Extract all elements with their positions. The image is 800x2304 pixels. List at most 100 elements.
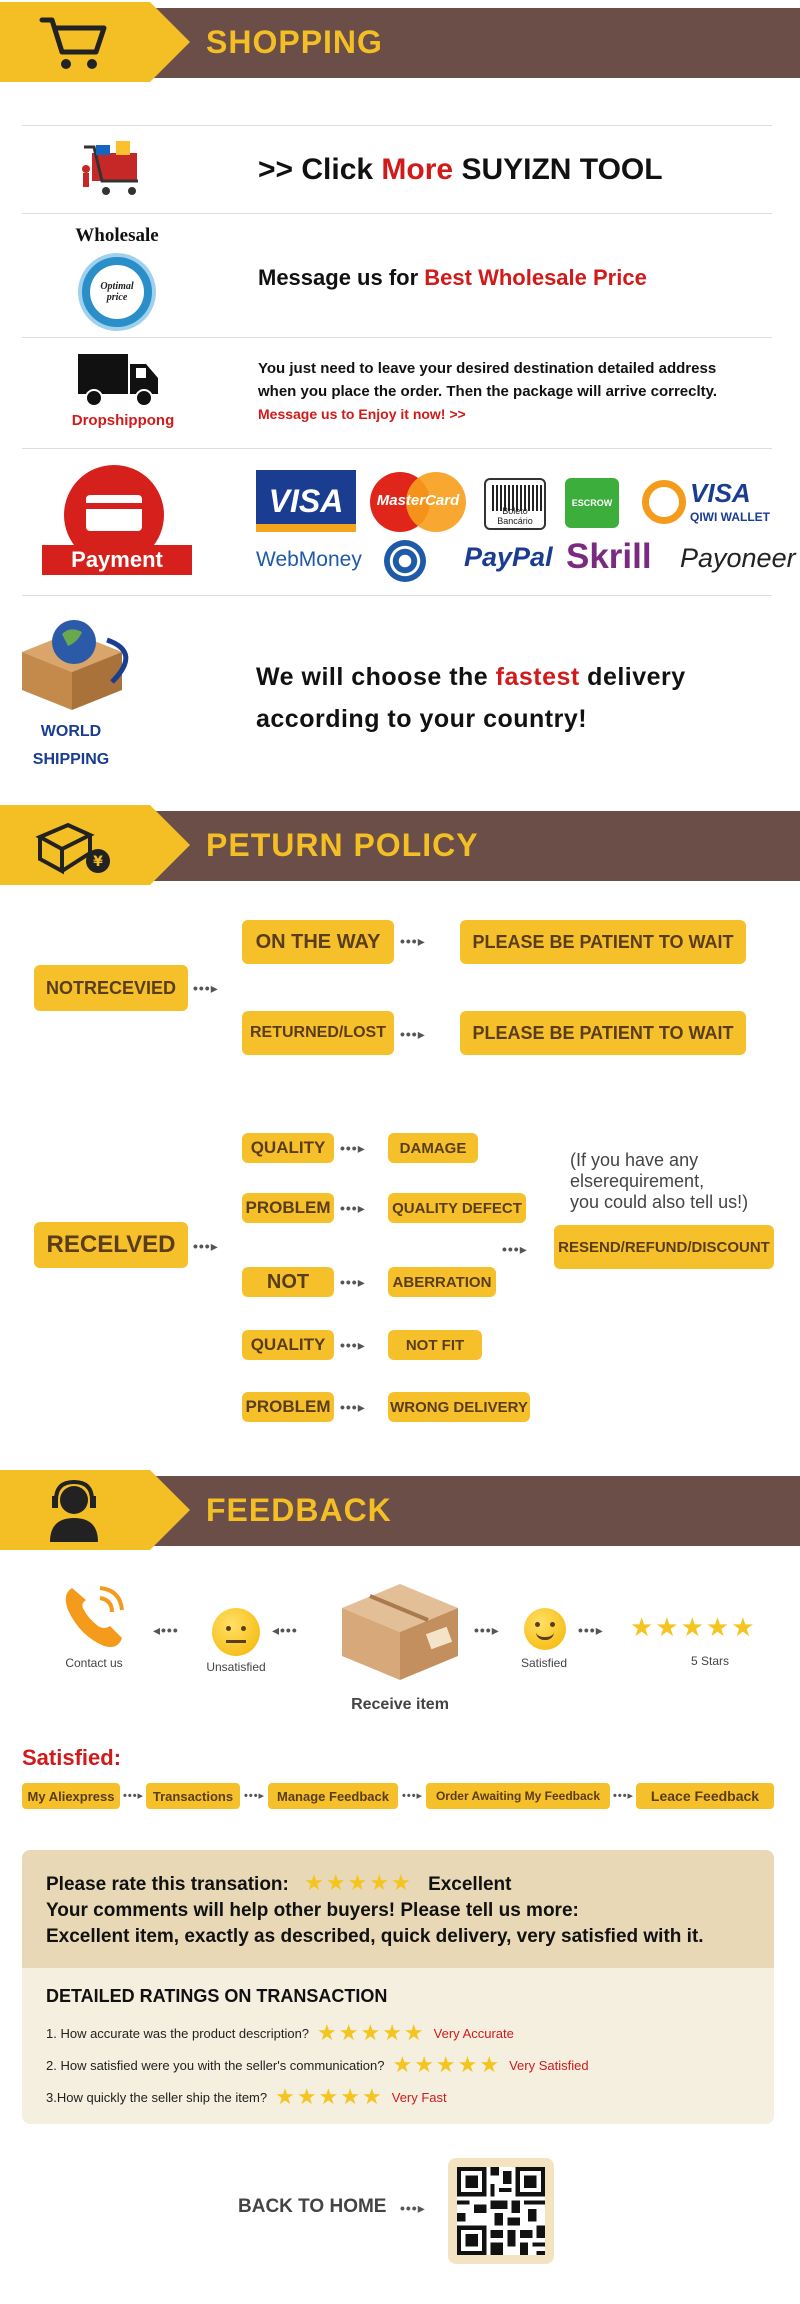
arrow: ◂••• (153, 1622, 179, 1638)
return-title: PETURN POLICY (206, 827, 479, 863)
wholesale-badge-top: Wholesale (75, 225, 159, 246)
shopping-banner: SHOPPING (0, 2, 800, 82)
webmoney-globe-icon (384, 540, 426, 582)
delivery-suffix: delivery (579, 663, 686, 691)
delivery-line2: according to your country! (256, 705, 588, 733)
rate-stars-icon[interactable]: ★★★★★ (304, 1870, 413, 1895)
wholesale-prefix: Message us for (258, 265, 425, 290)
banner-tab (0, 2, 190, 82)
world-shipping-label: WORLD SHIPPING (16, 718, 126, 774)
step-leave-feedback[interactable]: Leace Feedback (636, 1783, 774, 1809)
not-fit-pill: NOT FIT (388, 1330, 482, 1360)
phone-icon (65, 1586, 124, 1647)
rate-line2: Your comments will help other buyers! Pl… (46, 1900, 579, 1921)
step-my-aliexpress[interactable]: My Aliexpress (22, 1783, 120, 1809)
left-label-problem-2: PROBLEM (242, 1392, 334, 1422)
note-line1: (If you have any (570, 1150, 699, 1170)
wholesale-highlight: Best Wholesale Price (424, 265, 647, 290)
feedback-banner: FEEDBACK (0, 1470, 800, 1550)
paypal-logo: PayPal (464, 542, 553, 572)
receive-item-label: Receive item (351, 1696, 449, 1713)
dropship-label: Dropshippong (71, 412, 175, 429)
rating-stars-icon[interactable]: ★★★★★ (317, 2020, 426, 2045)
delivery-highlight: fastest (495, 663, 580, 691)
not-received-pill: NOTRECEVIED (34, 965, 188, 1011)
rate-line3: Excellent item, exactly as described, qu… (46, 1926, 704, 1947)
feedback-title: FEEDBACK (206, 1492, 392, 1528)
qiwi-sub: QIWI WALLET (690, 510, 770, 524)
rating-row-3: 3.How quickly the seller ship the item? … (46, 2081, 750, 2113)
divider (22, 125, 772, 126)
satisfied-steps-title: Satisfied: (22, 1745, 122, 1770)
package-box-icon (342, 1584, 458, 1680)
detailed-ratings-box: DETAILED RATINGS ON TRANSACTION 1. How a… (22, 1968, 774, 2124)
arrow: •••▸ (474, 1622, 500, 1638)
world-label1: WORLD (40, 723, 102, 740)
arrow: •••▸ (340, 1274, 366, 1290)
wholesale-message[interactable]: Message us for Best Wholesale Price (258, 265, 647, 291)
payment-label: Payment (42, 545, 192, 575)
back-to-home-link[interactable]: BACK TO HOME (238, 2196, 387, 2217)
arrow: •••▸ (340, 1399, 366, 1415)
divider (22, 337, 772, 338)
arrow: •••▸ (578, 1622, 604, 1638)
escrow-logo: ESCROW (565, 478, 619, 528)
rate-box: Please rate this transation: ★★★★★ Excel… (22, 1850, 774, 1968)
received-pill: RECELVED (34, 1222, 188, 1268)
rate-excellent: Excellent (428, 1874, 512, 1895)
shopping-cart-icon (39, 17, 107, 69)
wrong-delivery-pill: WRONG DELIVERY (388, 1392, 530, 1422)
more-highlight: More (381, 153, 454, 186)
step-manage-feedback[interactable]: Manage Feedback (268, 1783, 398, 1809)
step-transactions[interactable]: Transactions (146, 1783, 240, 1809)
world-shipping-box-icon (22, 620, 129, 710)
arrow: •••▸ (340, 1337, 366, 1353)
svg-text:¥: ¥ (93, 854, 103, 870)
patient-wait-pill-2: PLEASE BE PATIENT TO WAIT (460, 1011, 746, 1055)
rating-answer: Very Accurate (433, 2025, 514, 2041)
on-the-way-pill: ON THE WAY (242, 920, 394, 964)
arrow: •••▸ (402, 1790, 424, 1802)
truck-icon (78, 354, 158, 407)
note-line2: elserequirement, (570, 1171, 705, 1191)
rating-stars-icon[interactable]: ★★★★★ (275, 2084, 384, 2109)
world-label2: SHIPPING (32, 751, 110, 768)
wholesale-badge-bot: price (106, 292, 128, 303)
arrow: •••▸ (340, 1200, 366, 1216)
rate-prompt: Please rate this transation: (46, 1874, 289, 1895)
left-label-not: NOT (242, 1267, 334, 1297)
boleto-label: Boleto Bancário (497, 506, 533, 526)
visa-logo: VISA (256, 470, 356, 532)
rating-question: 2. How satisfied were you with the selle… (46, 2057, 385, 2073)
arrow: •••▸ (400, 2200, 426, 2216)
resend-refund-discount-pill: RESEND/REFUND/DISCOUNT (554, 1225, 774, 1269)
headset-person-icon (50, 1479, 98, 1542)
left-label-quality-2: QUALITY (242, 1330, 334, 1360)
detailed-title: DETAILED RATINGS ON TRANSACTION (46, 1986, 388, 2006)
left-label-quality: QUALITY (242, 1133, 334, 1163)
more-prefix: >> Click (258, 153, 382, 186)
satisfied-label: Satisfied (520, 1656, 568, 1670)
five-stars-icon: ★★★★★ (630, 1612, 757, 1642)
wholesale-badge-mid: Optimal (100, 281, 134, 292)
arrow: •••▸ (244, 1790, 266, 1802)
wholesale-badge: Wholesale Optimal price (62, 225, 172, 335)
arrow: •••▸ (193, 980, 219, 996)
rating-question: 3.How quickly the seller ship the item? (46, 2089, 268, 2105)
webmoney-logo: WebMoney (256, 548, 362, 571)
return-box-icon: ¥ (35, 822, 110, 875)
delivery-message: We will choose the fastest delivery acco… (256, 656, 686, 740)
contact-us-label[interactable]: Contact us (65, 1656, 123, 1670)
step-order-awaiting[interactable]: Order Awaiting My Feedback (426, 1783, 610, 1809)
qiwi-visa: VISA (690, 478, 751, 508)
rating-row-2: 2. How satisfied were you with the selle… (46, 2049, 750, 2081)
more-tools-link[interactable]: >> Click More SUYIZN TOOL (258, 153, 663, 187)
arrow: ◂••• (272, 1622, 298, 1638)
boleto-logo: Boleto Bancário (484, 478, 546, 530)
divider (22, 213, 772, 214)
rating-stars-icon[interactable]: ★★★★★ (392, 2052, 502, 2077)
qr-code[interactable] (448, 2158, 554, 2264)
dropship-link[interactable]: Message us to Enjoy it now! >> (258, 406, 466, 422)
divider (22, 448, 772, 449)
